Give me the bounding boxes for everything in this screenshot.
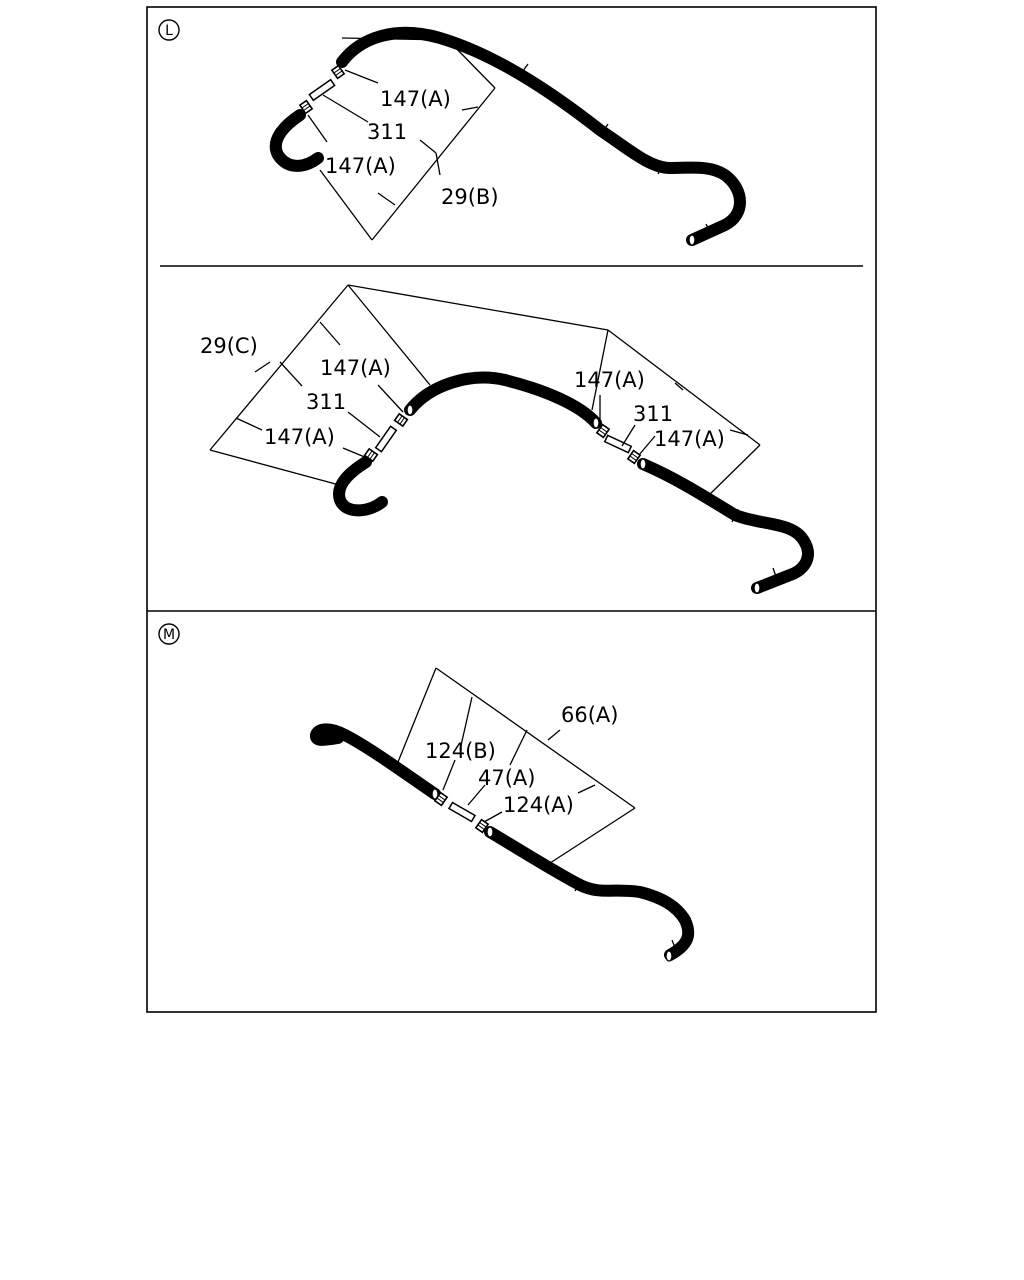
label-29b: 29(B)	[441, 185, 499, 209]
hose-arch	[404, 371, 602, 429]
label-124b: 124(B)	[425, 739, 496, 763]
label-147a: 147(A)	[380, 87, 451, 111]
label-147a: 147(A)	[320, 356, 391, 380]
leader-lines-middle	[209, 284, 761, 499]
label-311: 311	[367, 120, 407, 144]
label-66a: 66(A)	[561, 703, 618, 727]
hose-long-right	[637, 458, 814, 594]
label-147a: 147(A)	[654, 427, 725, 451]
leader-lines-l	[307, 37, 496, 241]
diagram-frame	[146, 6, 877, 1013]
label-311: 311	[306, 390, 346, 414]
section-badge-m: M	[158, 623, 180, 645]
label-147a: 147(A)	[574, 368, 645, 392]
hose-short-l	[269, 109, 324, 172]
label-29c: 29(C)	[200, 334, 258, 358]
section-badge-l: L	[158, 19, 180, 41]
fitting	[308, 78, 336, 102]
label-147a: 147(A)	[264, 425, 335, 449]
fitting	[448, 801, 476, 823]
svg-text:L: L	[165, 23, 173, 39]
section-l: L	[158, 19, 746, 246]
label-147a: 147(A)	[325, 154, 396, 178]
section-middle: 29(C) 147(A) 311 147(A) 147(A) 311 147(A…	[200, 284, 814, 594]
section-m: M	[158, 623, 695, 962]
hose-long-l	[336, 26, 746, 246]
clamp	[393, 413, 409, 427]
label-124a: 124(A)	[503, 793, 574, 817]
fitting	[374, 425, 398, 453]
svg-text:M: M	[163, 627, 175, 643]
hose-lower-m	[484, 826, 695, 962]
label-311: 311	[633, 402, 673, 426]
leader-lines-m	[397, 667, 636, 866]
hose-u-left	[333, 456, 388, 517]
label-47a: 47(A)	[478, 766, 535, 790]
hose-upper-m	[310, 723, 441, 800]
